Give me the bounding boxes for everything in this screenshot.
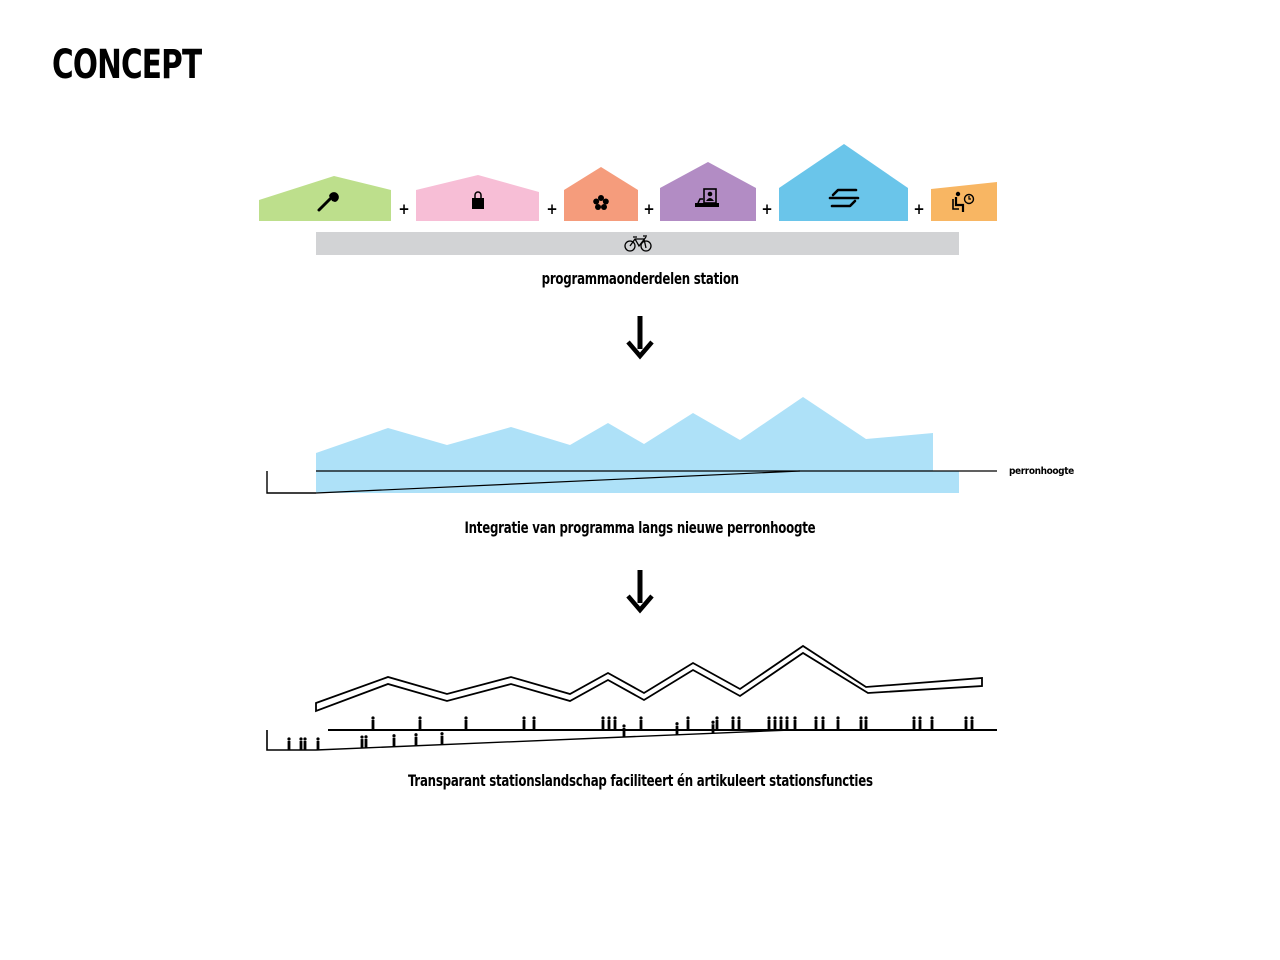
zigzag-roof [315, 644, 983, 713]
landscape-caption: Transparant stationslandschap faciliteer… [407, 771, 873, 790]
ns-train-logo-icon [828, 188, 860, 208]
person-silhouette [970, 716, 974, 729]
person-silhouette [464, 716, 468, 729]
program-block-train [779, 144, 908, 221]
program-block-waiting [931, 182, 997, 221]
program-block-services [259, 176, 391, 221]
person-silhouette [360, 735, 364, 749]
person-silhouette [711, 720, 715, 734]
ramp-line [315, 470, 801, 494]
person-silhouette [779, 716, 783, 729]
down-arrow-icon [626, 316, 654, 360]
person-silhouette [287, 737, 291, 750]
people-silhouettes [287, 716, 974, 750]
waiting-room-icon [952, 191, 975, 212]
landscape-diagram [266, 644, 997, 751]
plus-separators: + + + + + [398, 200, 924, 218]
person-silhouette [715, 716, 719, 729]
ramp-line [315, 729, 791, 751]
person-silhouette [601, 716, 605, 729]
plus-sign: + [643, 200, 654, 218]
person-silhouette [371, 716, 375, 729]
person-silhouette [773, 716, 777, 729]
plus-sign: + [546, 200, 557, 218]
person-silhouette [522, 716, 526, 729]
person-silhouette [864, 716, 868, 729]
integration-caption: Integratie van programma langs nieuwe pe… [464, 518, 816, 537]
person-silhouette [767, 716, 771, 729]
person-silhouette [675, 722, 679, 735]
ticket-counter-icon [695, 188, 719, 207]
bicycle-icon [624, 235, 652, 252]
person-silhouette [303, 737, 307, 750]
person-silhouette [392, 734, 396, 747]
person-silhouette [364, 735, 368, 748]
person-silhouette [613, 716, 617, 729]
person-silhouette [607, 716, 611, 729]
program-block-florist [564, 167, 638, 221]
platform-level-label: perronhoogte [1009, 466, 1074, 477]
person-silhouette [930, 716, 934, 729]
person-silhouette [859, 716, 863, 729]
integration-diagram: perronhoogte [266, 397, 1075, 494]
flower-icon [593, 195, 609, 210]
program-caption: programmaonderdelen station [541, 269, 739, 288]
plus-sign: + [913, 200, 924, 218]
person-silhouette [731, 716, 735, 729]
plus-sign: + [398, 200, 409, 218]
plus-sign: + [761, 200, 772, 218]
person-silhouette [918, 716, 922, 729]
down-arrow-icon [626, 570, 654, 614]
person-silhouette [532, 716, 536, 729]
person-silhouette [814, 716, 818, 729]
person-silhouette [418, 716, 422, 729]
shopping-bag-icon [472, 191, 484, 209]
program-block-ticket-desk [660, 162, 756, 221]
wrench-icon [317, 192, 339, 212]
person-silhouette [639, 716, 643, 729]
person-silhouette [414, 733, 418, 746]
person-silhouette [793, 716, 797, 729]
person-silhouette [299, 737, 303, 750]
person-silhouette [785, 716, 789, 729]
ground-line [266, 471, 316, 494]
person-silhouette [821, 716, 825, 729]
person-silhouette [737, 716, 741, 729]
person-silhouette [622, 724, 626, 738]
ground-line [266, 730, 316, 751]
person-silhouette [316, 737, 320, 750]
person-silhouette [912, 716, 916, 729]
integrated-program-area [316, 397, 959, 493]
person-silhouette [964, 716, 968, 729]
person-silhouette [836, 716, 840, 729]
person-silhouette [686, 716, 690, 729]
program-blocks [259, 144, 997, 221]
page-title: CONCEPT [52, 42, 202, 88]
person-silhouette [440, 732, 444, 745]
